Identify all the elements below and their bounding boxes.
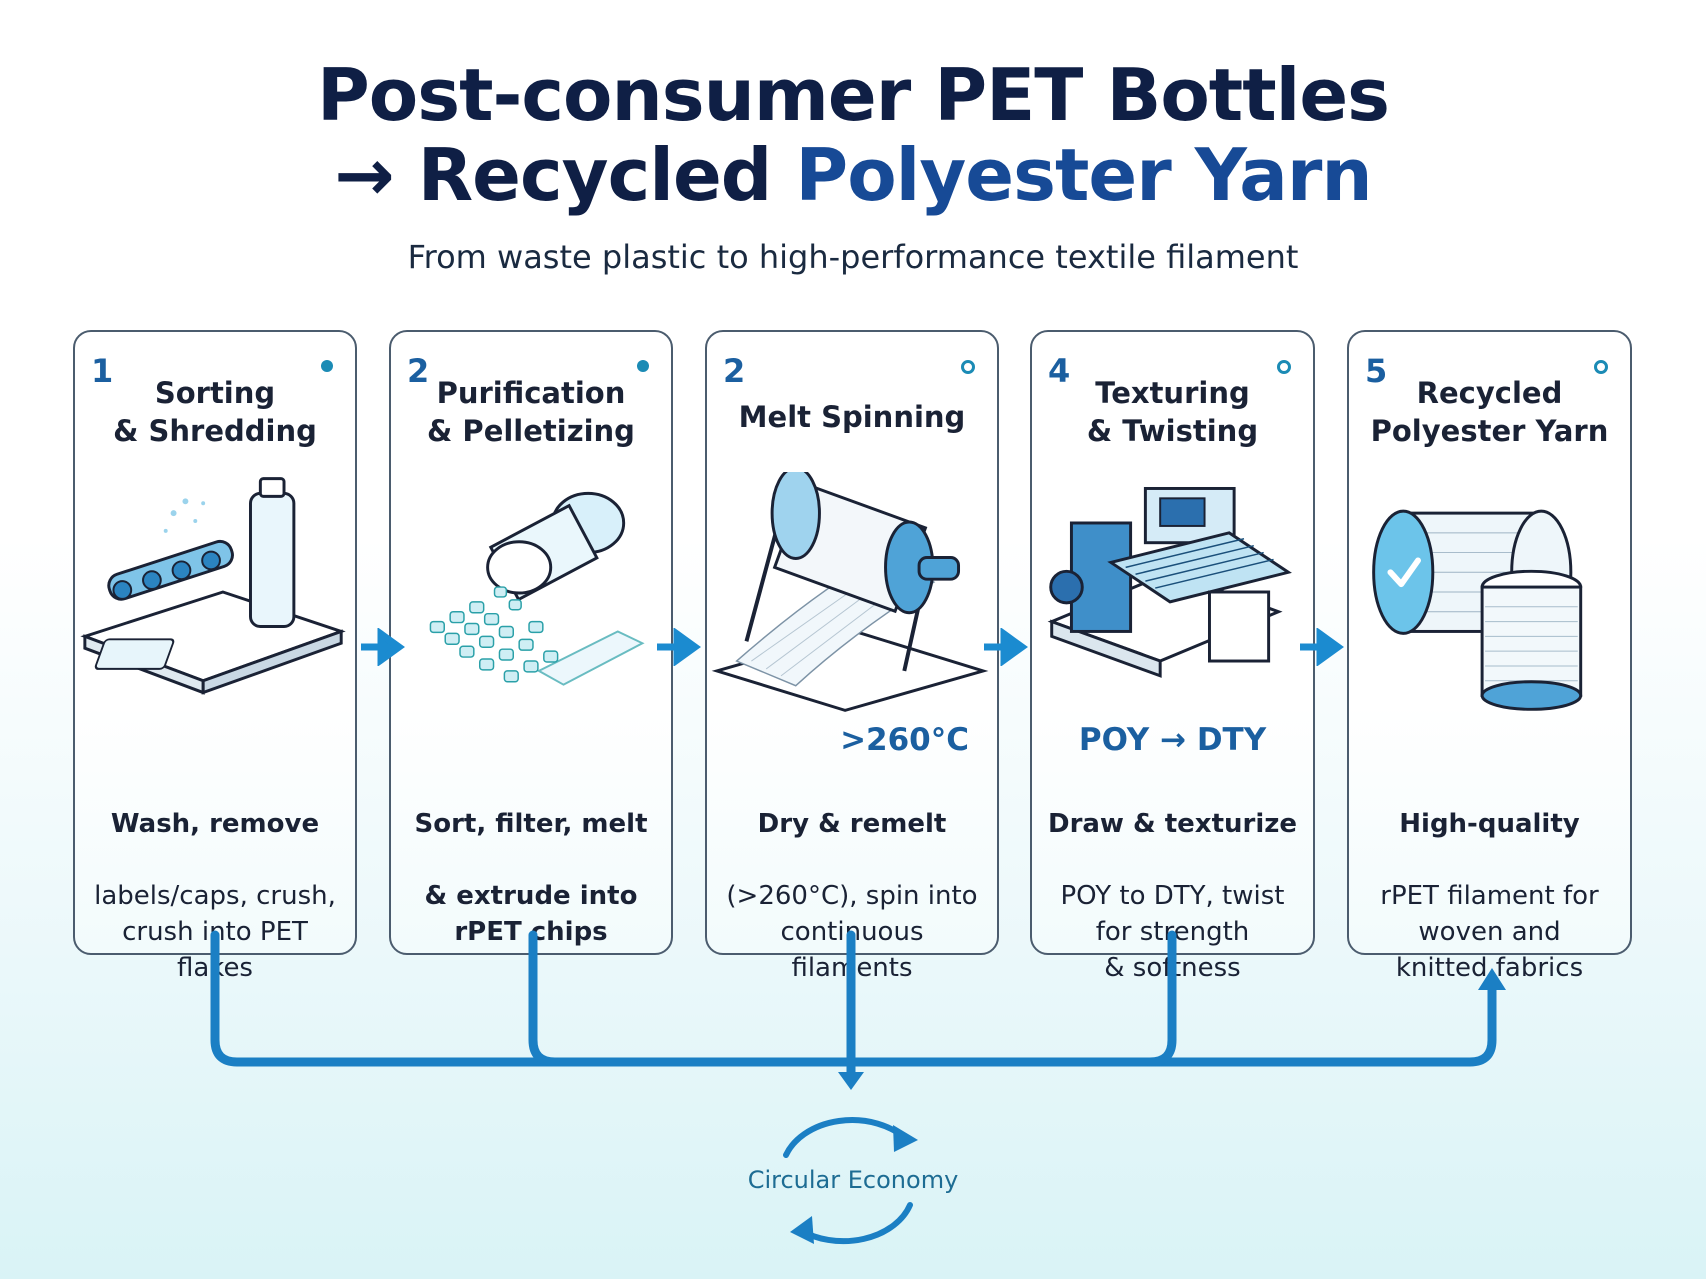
- step-number: 5: [1365, 352, 1388, 390]
- step-title: Sorting & Shredding: [113, 376, 317, 448]
- step-number: 2: [723, 352, 746, 390]
- status-dot: [1277, 360, 1291, 374]
- desc-rest: & extrude into rPET chips: [424, 881, 638, 947]
- desc-lead: Wash, remove: [110, 809, 320, 839]
- step-number: 4: [1048, 352, 1071, 390]
- spinning-spool-icon: [711, 472, 989, 712]
- arrow-right-icon: [361, 628, 405, 666]
- status-dot: [637, 360, 649, 372]
- status-dot: [321, 360, 333, 372]
- yarn-spools-icon: [1372, 509, 1583, 711]
- step-number: 2: [407, 352, 430, 390]
- status-dot: [1594, 360, 1608, 374]
- status-dot: [961, 360, 975, 374]
- circular-economy-label: Circular Economy: [747, 1166, 959, 1194]
- step-title: Melt Spinning: [738, 400, 966, 434]
- step-description: High-quality rPET filament for woven and…: [1359, 770, 1620, 986]
- step-title: Texturing & Twisting: [1086, 376, 1259, 448]
- desc-rest: rPET filament for woven and knitted fabr…: [1380, 881, 1599, 983]
- step-title: Recycled Polyester Yarn: [1370, 376, 1609, 448]
- arrow-right-icon: [1300, 628, 1344, 666]
- step-card-4: 4 Texturing & Twisting POY → DTY Draw & …: [1030, 330, 1315, 983]
- title-polyester-yarn: Polyester Yarn: [795, 133, 1372, 217]
- shredder-bottle-icon: [80, 477, 346, 695]
- step-card-2: 2 Purification & Pelletizing Sort, filte…: [389, 330, 673, 955]
- step-description: Sort, filter, melt & extrude into rPET c…: [401, 770, 661, 950]
- desc-rest: labels/caps, crush, crush into PET flake…: [94, 881, 336, 983]
- title-line-2: → Recycled Polyester Yarn: [0, 135, 1706, 215]
- desc-lead: High-quality: [1399, 809, 1580, 839]
- desc-lead: Dry & remelt: [757, 809, 947, 839]
- step-description: Wash, remove labels/caps, crush, crush i…: [85, 770, 345, 986]
- step-description: Dry & remelt (>260°C), spin into continu…: [717, 770, 987, 986]
- temperature-tag: >260°C: [840, 722, 969, 758]
- title-recycled: Recycled: [417, 133, 773, 217]
- page-title: Post-consumer PET Bottles → Recycled Pol…: [0, 55, 1706, 215]
- texturing-machine-icon: [1047, 486, 1292, 678]
- poy-dty-tag: POY → DTY: [1078, 722, 1267, 758]
- step-card-3: 2 Melt Spinning >260°C Dry & remelt (>26…: [705, 330, 999, 983]
- desc-lead: Sort, filter, melt: [414, 809, 648, 839]
- step-number: 1: [91, 352, 114, 390]
- desc-rest: (>260°C), spin into continuous filaments: [726, 881, 978, 983]
- title-arrow: →: [334, 133, 394, 217]
- arrow-right-icon: [657, 628, 701, 666]
- step-title: Purification & Pelletizing: [427, 376, 635, 448]
- step-description: Draw & texturize POY to DTY, twist for s…: [1042, 770, 1303, 986]
- desc-rest: POY to DTY, twist for strength & softnes…: [1060, 881, 1285, 983]
- desc-lead: Draw & texturize: [1047, 809, 1298, 839]
- title-line-1: Post-consumer PET Bottles: [316, 53, 1390, 137]
- step-card-1: 1 Sorting & Shredding Wash, remove label…: [73, 330, 357, 983]
- step-card-5: 5 Recycled Polyester Yarn High-quality r…: [1347, 330, 1632, 983]
- subtitle: From waste plastic to high-performance t…: [407, 238, 1299, 276]
- arrow-right-icon: [984, 628, 1028, 666]
- pellets-icon: [429, 491, 645, 686]
